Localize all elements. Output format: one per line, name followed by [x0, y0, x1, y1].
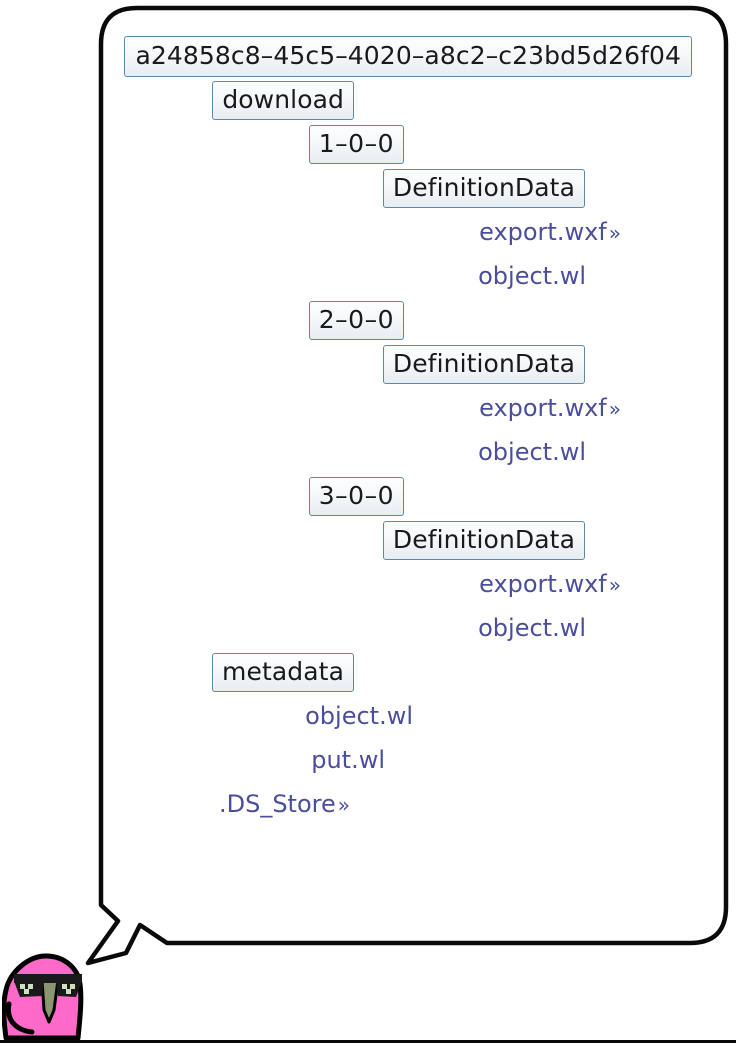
tree-row: object.wl [120, 694, 710, 738]
tree-node-put-wl[interactable]: put.wl [311, 746, 385, 774]
tree-node-version-1-0-0[interactable]: 1–0–0 [308, 124, 404, 164]
tree-node-object-wl[interactable]: object.wl [478, 438, 586, 466]
tree-node-version-2-0-0[interactable]: 2–0–0 [308, 300, 404, 340]
tree-row: 2–0–0 [120, 298, 710, 342]
tree-node-object-wl[interactable]: object.wl [478, 262, 586, 290]
tree-node-uuid[interactable]: a24858c8–45c5–4020–a8c2–c23bd5d26f04 [124, 35, 692, 77]
tree-node-definitiondata[interactable]: DefinitionData [382, 168, 585, 208]
chevron-right-icon: » [608, 220, 621, 245]
sunglasses-bridge [14, 974, 82, 983]
tree-row: export.wxf» [120, 386, 710, 430]
bottom-rule [0, 1040, 736, 1043]
tree-node-version-3-0-0[interactable]: 3–0–0 [308, 476, 404, 516]
tree-row: download [120, 78, 710, 122]
tree-node-object-wl[interactable]: object.wl [305, 702, 413, 730]
chevron-right-icon: » [337, 792, 350, 817]
bird-wing [5, 1001, 35, 1035]
tree-node-label: export.wxf [479, 569, 607, 598]
tree-node-ds-store[interactable]: .DS_Store» [219, 789, 350, 820]
tree-node-object-wl[interactable]: object.wl [478, 614, 586, 642]
tree-node-label: export.wxf [479, 217, 607, 246]
tree-row: 3–0–0 [120, 474, 710, 518]
tree-row: 1–0–0 [120, 122, 710, 166]
chevron-right-icon: » [608, 572, 621, 597]
tree-node-export-wxf[interactable]: export.wxf» [479, 569, 621, 600]
tree-row: object.wl [120, 430, 710, 474]
tree-node-export-wxf[interactable]: export.wxf» [479, 393, 621, 424]
tree-node-download[interactable]: download [212, 80, 354, 120]
tree-row: metadata [120, 650, 710, 694]
tree-node-export-wxf[interactable]: export.wxf» [479, 217, 621, 248]
tree-node-definitiondata[interactable]: DefinitionData [382, 344, 585, 384]
sunglasses-highlights [20, 984, 75, 994]
tree-node-label: .DS_Store [218, 789, 336, 818]
tree-row: put.wl [120, 738, 710, 782]
tree-row-root: a24858c8–45c5–4020–a8c2–c23bd5d26f04 [120, 34, 710, 78]
tree-row: .DS_Store» [120, 782, 710, 826]
tree-node-definitiondata[interactable]: DefinitionData [382, 520, 585, 560]
tree-row: object.wl [120, 606, 710, 650]
tree-row: DefinitionData [120, 342, 710, 386]
tree-node-metadata[interactable]: metadata [212, 652, 354, 692]
file-tree: a24858c8–45c5–4020–a8c2–c23bd5d26f04 dow… [120, 34, 710, 924]
pink-bird-avatar [2, 953, 84, 1041]
tree-row: DefinitionData [120, 166, 710, 210]
tree-row: object.wl [120, 254, 710, 298]
tree-row: export.wxf» [120, 562, 710, 606]
tree-row: DefinitionData [120, 518, 710, 562]
tree-row: export.wxf» [120, 210, 710, 254]
tree-node-label: export.wxf [479, 393, 607, 422]
chevron-right-icon: » [608, 396, 621, 421]
